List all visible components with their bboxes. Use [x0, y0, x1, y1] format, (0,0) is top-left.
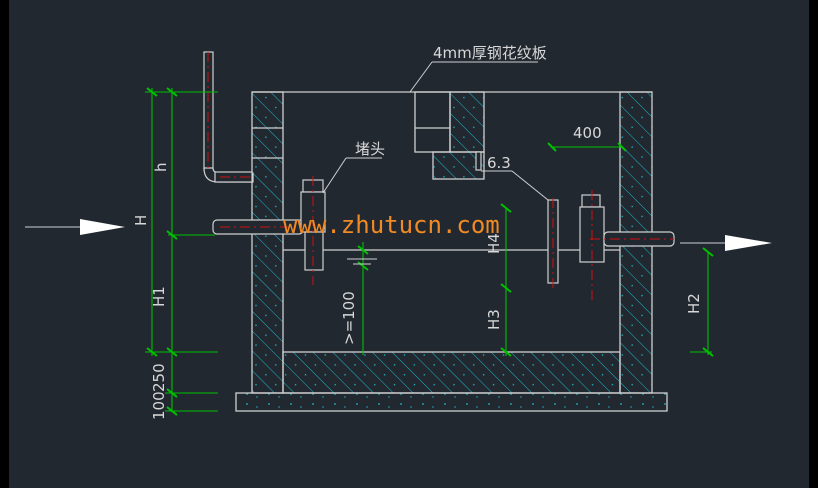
label-H1: H1	[150, 286, 168, 307]
label-H: H	[132, 215, 150, 226]
label-H2: H2	[685, 293, 703, 314]
label-plate: 4mm厚钢花纹板	[433, 44, 547, 62]
label-plug: 堵头	[355, 140, 385, 158]
label-H3: H3	[485, 309, 503, 330]
leaders	[322, 61, 549, 265]
label-100: 100	[150, 391, 168, 420]
watermark: www.zhutucn.com	[283, 211, 500, 239]
label-6-3: 6.3	[487, 154, 511, 172]
label-h: h	[152, 162, 170, 172]
label-400: 400	[573, 124, 602, 142]
label-ge100: >=100	[340, 291, 358, 345]
label-H4: H4	[485, 233, 503, 254]
flow-arrows	[25, 219, 772, 251]
center-lines	[207, 52, 674, 300]
tank-walls	[235, 91, 668, 412]
label-250: 250	[150, 363, 168, 392]
dimension-lines	[145, 87, 714, 416]
